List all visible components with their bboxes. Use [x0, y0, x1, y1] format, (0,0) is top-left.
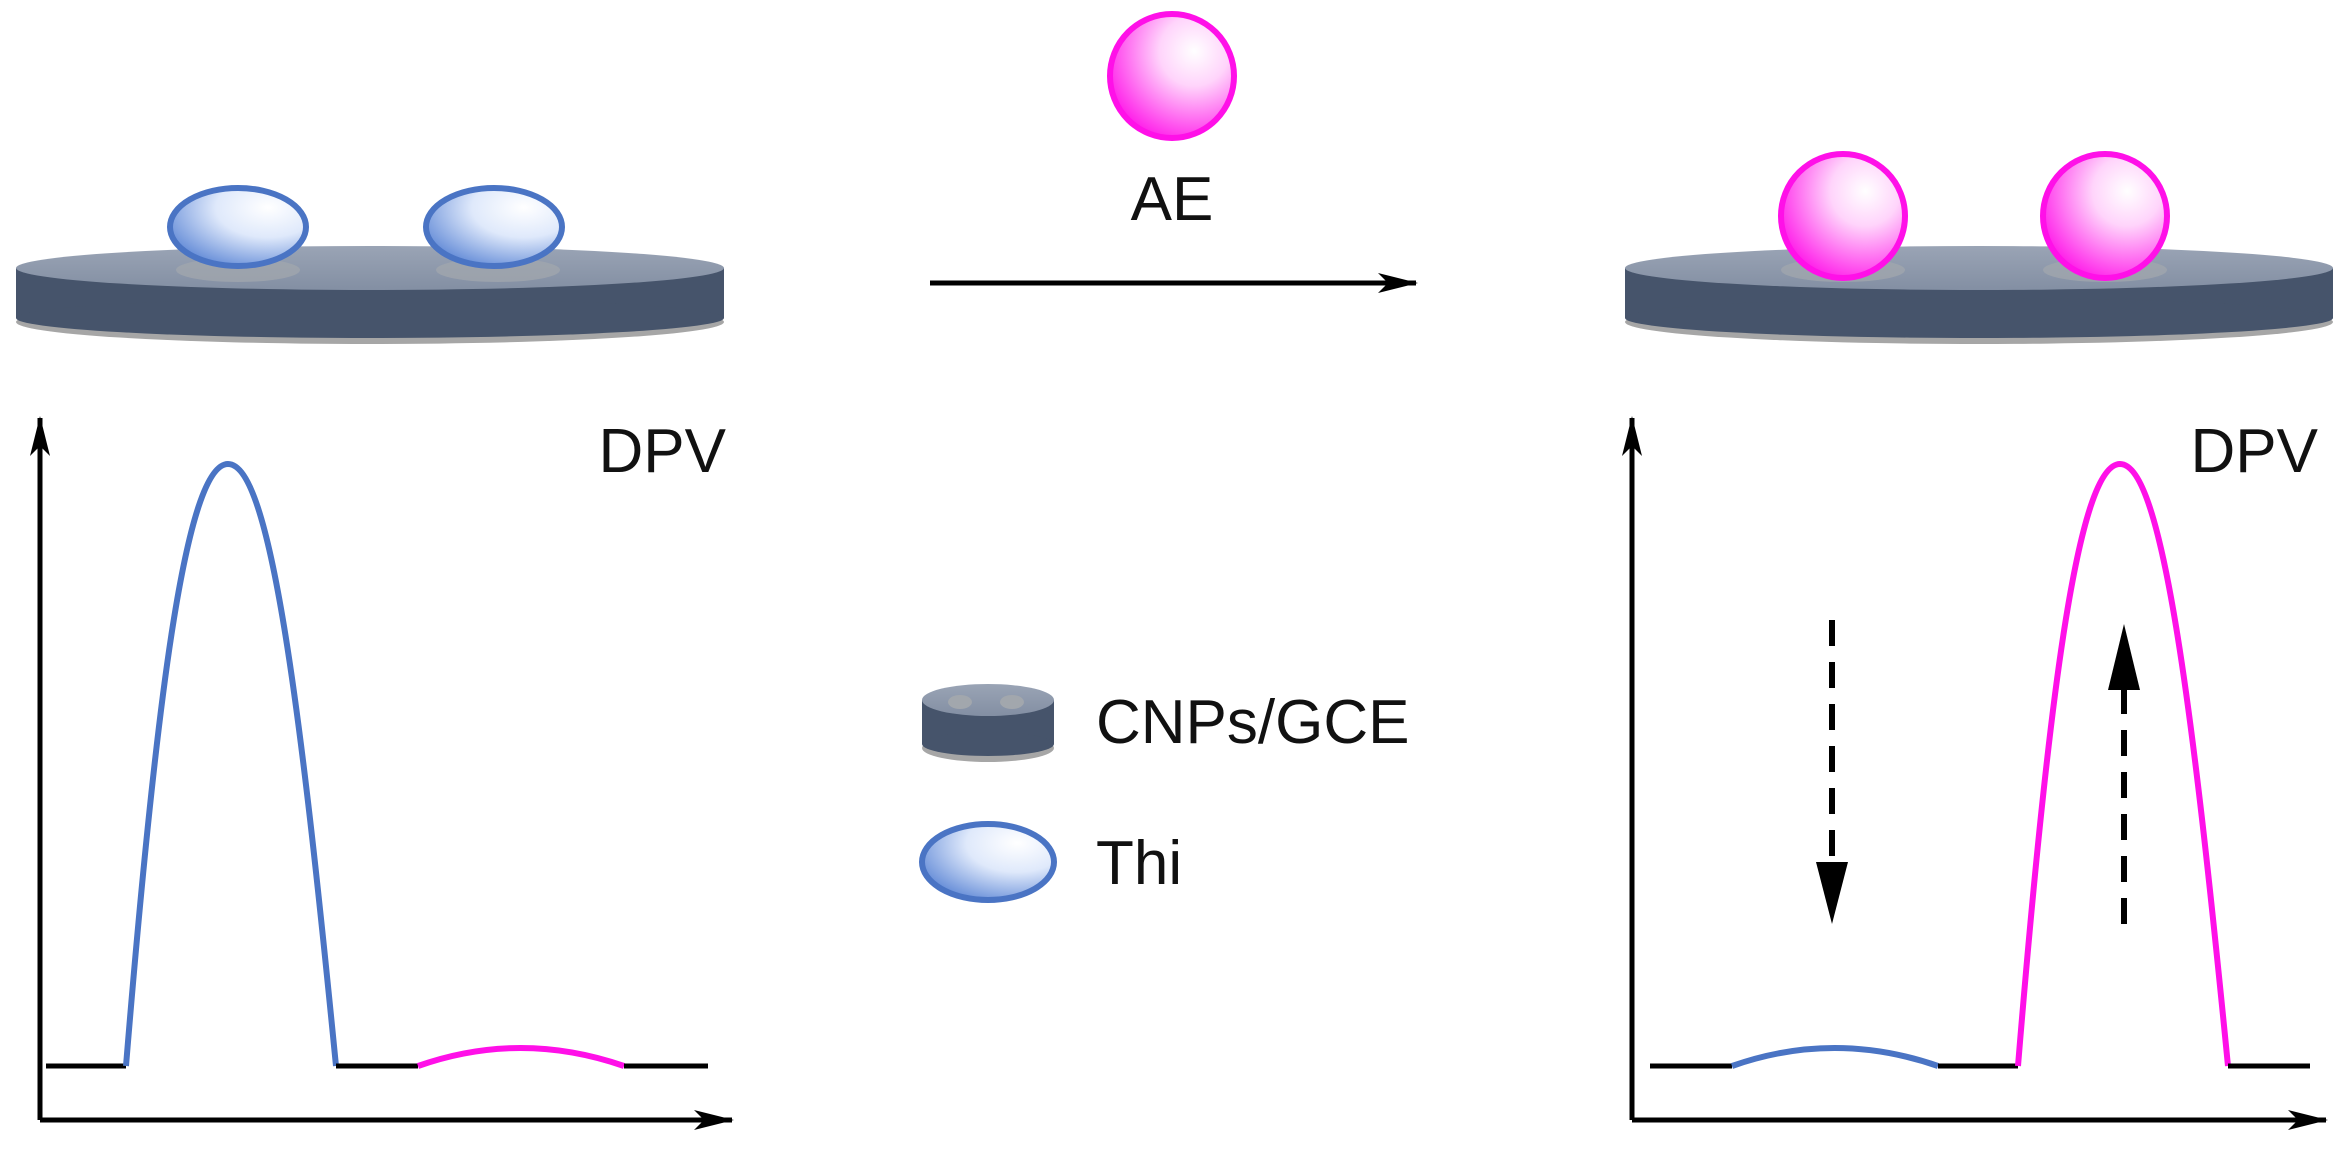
left-dpv-plot: DPV	[30, 416, 734, 1130]
right-electrode	[1625, 246, 2333, 344]
ae-small-peak-curve	[417, 1045, 625, 1069]
reaction-step: AE	[930, 11, 1418, 293]
thi-decrease-arrow	[1816, 620, 1848, 924]
ae-increase-arrow	[2108, 624, 2140, 924]
ae-peak-curve	[2015, 460, 2231, 1067]
thi-small-peak-curve	[1731, 1045, 1939, 1069]
legend: CNPs/GCE Thi	[919, 684, 1409, 903]
left-electrode	[16, 246, 724, 344]
thi-peak-curve	[123, 460, 339, 1067]
legend-item-electrode: CNPs/GCE	[922, 684, 1409, 762]
reagent-label: AE	[1131, 165, 1214, 234]
legend-label-electrode: CNPs/GCE	[1096, 688, 1409, 757]
dpv-label: DPV	[599, 417, 727, 486]
legend-item-thi: Thi	[919, 821, 1182, 903]
thi-molecule-icon	[167, 185, 309, 269]
legend-label-thi: Thi	[1096, 829, 1182, 898]
right-ae-molecules	[1778, 151, 2170, 281]
thi-ellipsoid-icon	[919, 821, 1057, 903]
ae-reagent-icon	[1107, 11, 1237, 141]
electrode-disk-icon	[922, 684, 1054, 762]
thi-molecule-icon	[423, 185, 565, 269]
ae-molecule-icon	[2040, 151, 2170, 281]
dpv-label: DPV	[2191, 417, 2319, 486]
ae-molecule-icon	[1778, 151, 1908, 281]
left-thi-molecules	[167, 185, 565, 269]
right-dpv-plot: DPV	[1622, 416, 2328, 1130]
